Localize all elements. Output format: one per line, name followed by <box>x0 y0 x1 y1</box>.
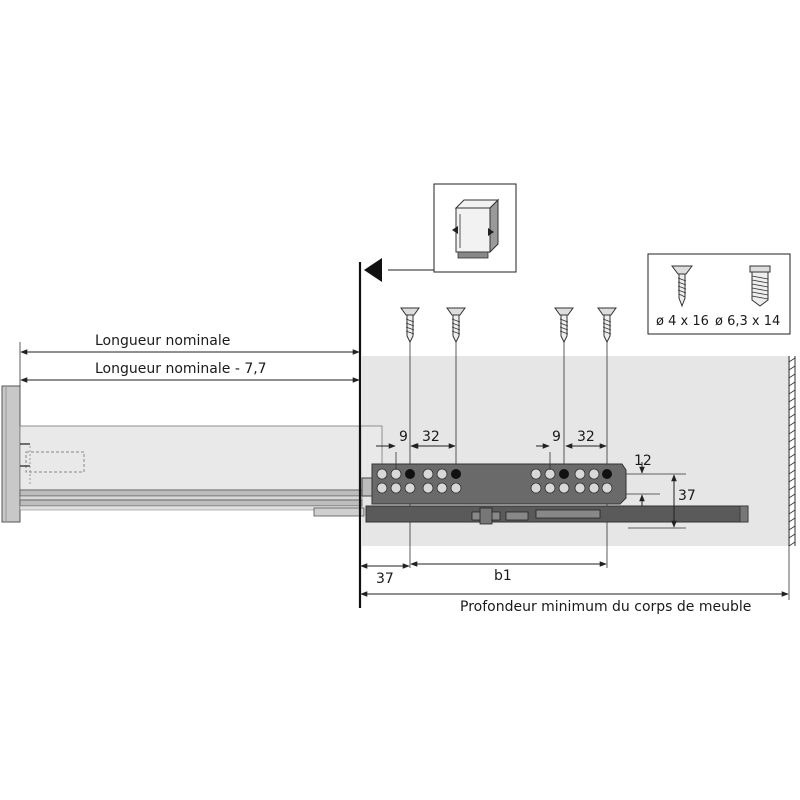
cabinet-back-wall <box>788 356 796 547</box>
dim-32-right: 32 <box>577 429 595 445</box>
screw-legend: ø 4 x 16 ø 6,3 x 14 <box>647 253 791 335</box>
cabinet-icon-box <box>433 183 517 273</box>
screw-3-icon <box>554 307 574 344</box>
screw-4-icon <box>597 307 617 344</box>
screw-large-icon <box>749 265 771 307</box>
label-nominal-length: Longueur nominale <box>95 333 230 349</box>
screw-small-label: ø 4 x 16 <box>656 314 709 329</box>
screw-2-icon <box>446 307 466 344</box>
dim-12: 12 <box>634 453 652 469</box>
drawer-front <box>1 385 21 523</box>
drawer-coupling-dashed <box>25 451 85 473</box>
mounting-screws <box>400 307 617 344</box>
drawer-box <box>19 425 383 491</box>
dim-37-right: 37 <box>678 488 696 504</box>
screw-1-icon <box>400 307 420 344</box>
dim-32-left: 32 <box>422 429 440 445</box>
mounting-holes <box>376 468 613 494</box>
label-nominal-length-minus: Longueur nominale - 7,7 <box>95 361 267 377</box>
dim-9-right: 9 <box>552 429 561 445</box>
label-min-depth: Profondeur minimum du corps de meuble <box>460 599 751 615</box>
dim-9-left: 9 <box>399 429 408 445</box>
screw-large-label: ø 6,3 x 14 <box>715 314 780 329</box>
dim-b1: b1 <box>494 568 512 584</box>
dim-37-bottom: 37 <box>376 571 394 587</box>
screw-small-icon <box>671 265 693 308</box>
reference-triangle <box>364 258 382 282</box>
